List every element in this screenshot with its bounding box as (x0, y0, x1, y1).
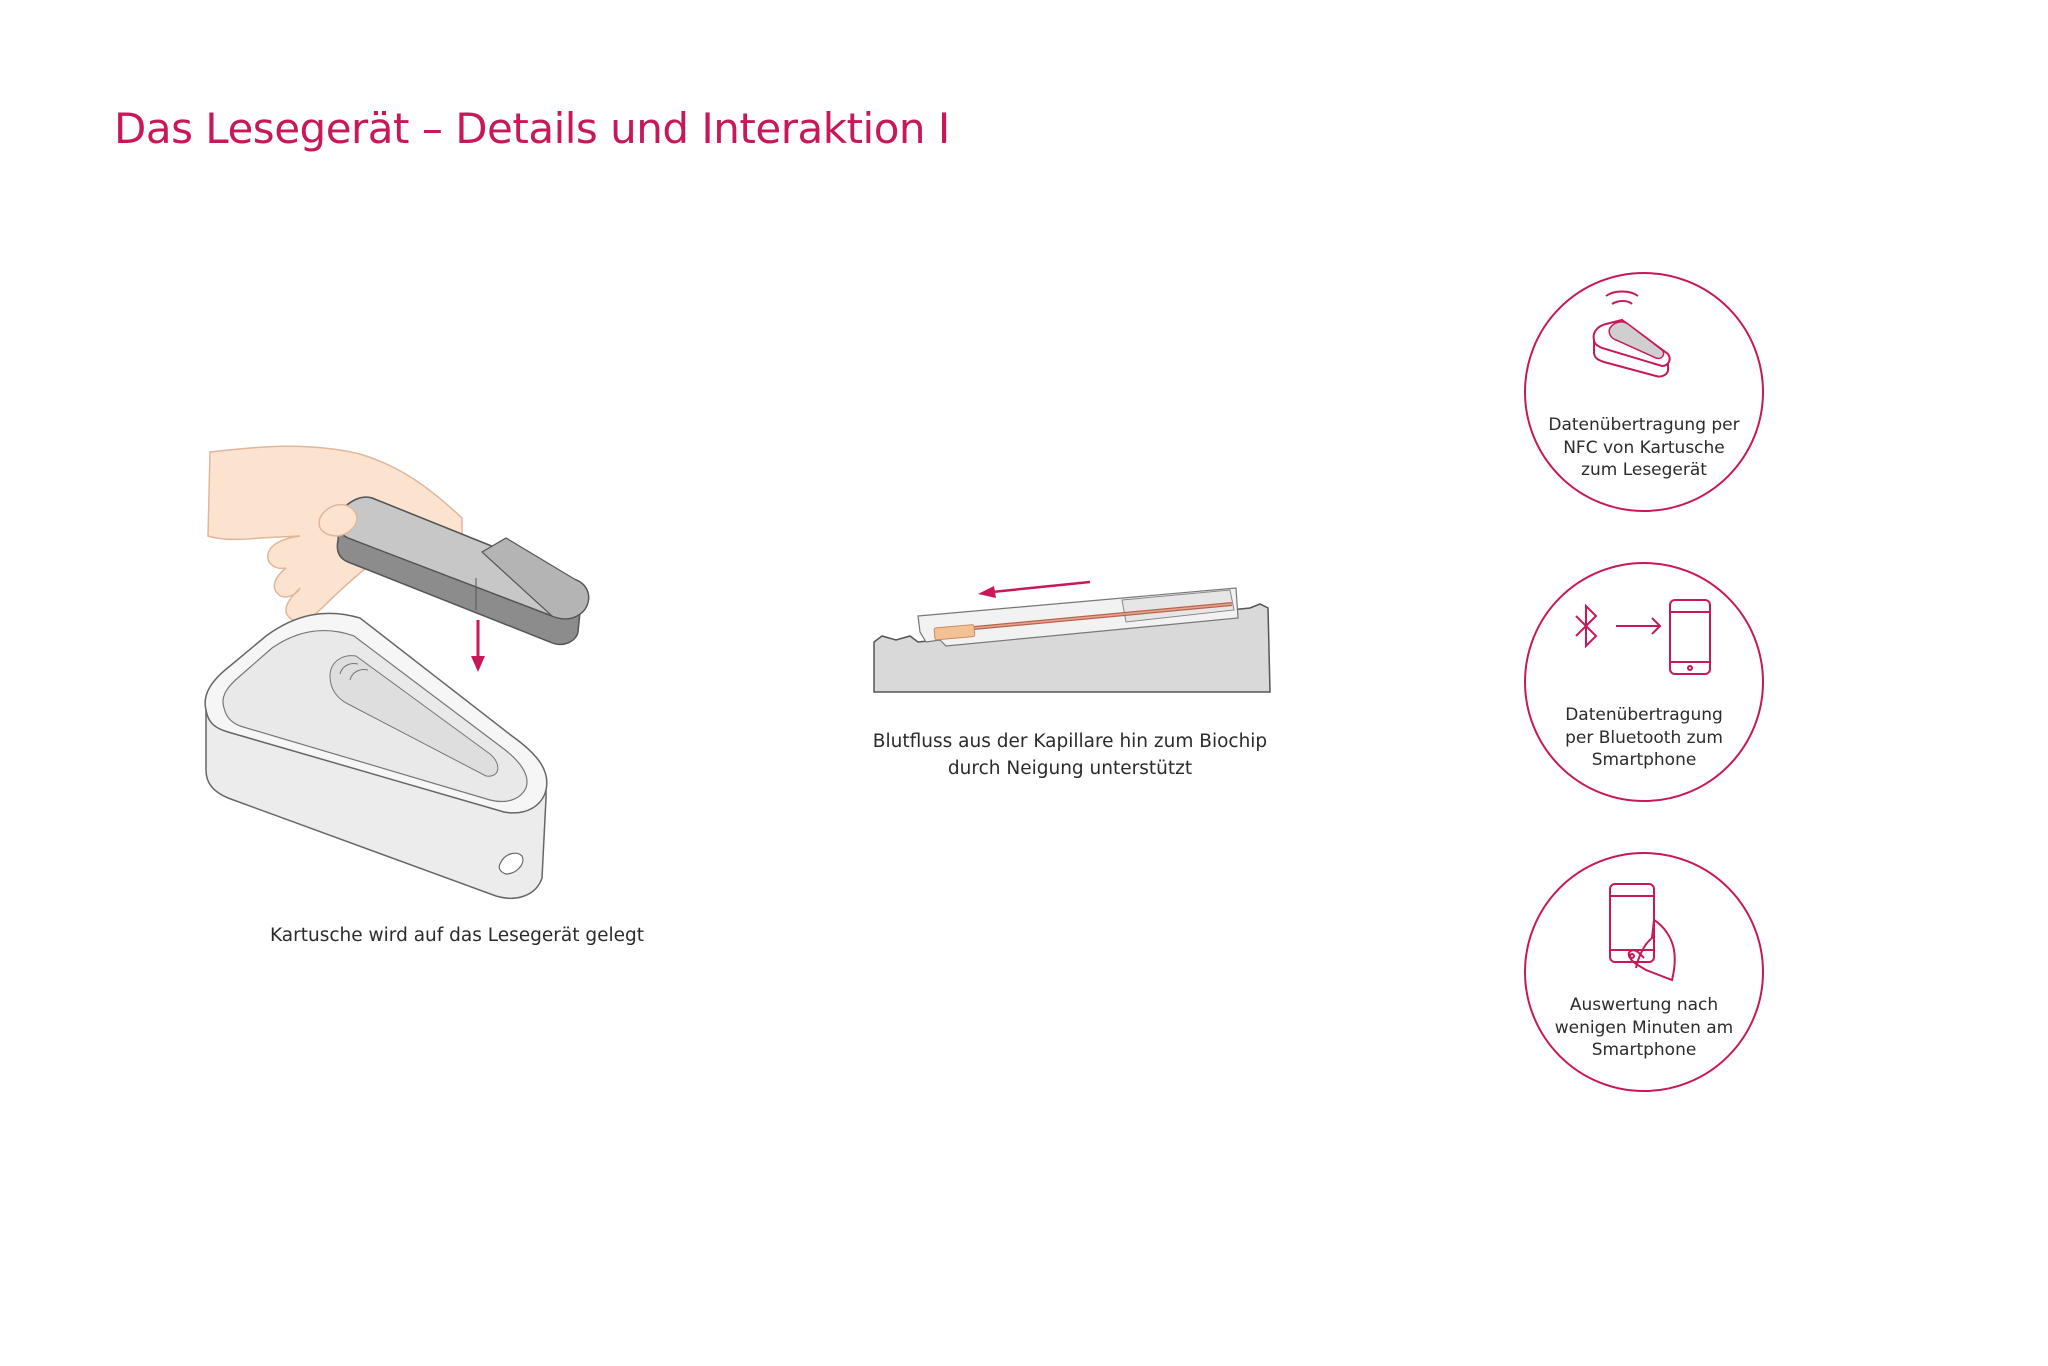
caption-line: Blutfluss aus der Kapillare hin zum Bioc… (872, 731, 1268, 752)
label-line: Datenübertragung per (1548, 415, 1740, 435)
nfc-reader-icon (1592, 290, 1671, 378)
label-line: Smartphone (1591, 750, 1697, 770)
label-line: Datenübertragung (1565, 705, 1723, 725)
label-line: zum Lesegerät (1581, 460, 1707, 480)
cartridge-illustration (335, 496, 590, 646)
hand-holding-phone-icon (1609, 883, 1676, 982)
caption-line: durch Neigung unterstützt (947, 758, 1193, 779)
tilted-cartridge-illustration (873, 580, 1271, 693)
smartphone-icon (1669, 599, 1711, 675)
cartridge-placement-illustration (204, 445, 590, 899)
feature-smartphone-result: Auswertung nach wenigen Minuten am Smart… (1524, 852, 1764, 1092)
label-line: NFC von Kartusche (1563, 437, 1725, 458)
step-caption-placement: Kartusche wird auf das Lesegerät gelegt (270, 925, 644, 946)
bluetooth-icon (1575, 603, 1598, 649)
label-line: Smartphone (1591, 1040, 1697, 1060)
feature-bluetooth: Datenübertragung per Bluetooth zum Smart… (1524, 562, 1764, 802)
reader-device-illustration (204, 612, 548, 899)
arrow-right-icon (1616, 617, 1662, 635)
feature-label: Datenübertragung per Bluetooth zum Smart… (1536, 704, 1752, 772)
hand-icon (1627, 918, 1676, 982)
label-line: per Bluetooth zum (1565, 727, 1723, 748)
arrow-left-icon (978, 580, 1091, 598)
reader-base (873, 603, 1271, 693)
feature-label: Datenübertragung per NFC von Kartusche z… (1536, 414, 1752, 482)
label-line: Auswertung nach (1569, 995, 1719, 1015)
label-line: wenigen Minuten am (1554, 1017, 1734, 1038)
biochip (933, 624, 976, 641)
feature-nfc: Datenübertragung per NFC von Kartusche z… (1524, 272, 1764, 512)
step-caption-blood-flow: Blutfluss aus der Kapillare hin zum Bioc… (860, 728, 1280, 782)
page-title: Das Lesegerät – Details und Interaktion … (114, 104, 950, 153)
feature-label: Auswertung nach wenigen Minuten am Smart… (1536, 994, 1752, 1062)
arrow-down-icon (471, 620, 485, 672)
bluetooth-to-phone-icon (1575, 599, 1711, 675)
